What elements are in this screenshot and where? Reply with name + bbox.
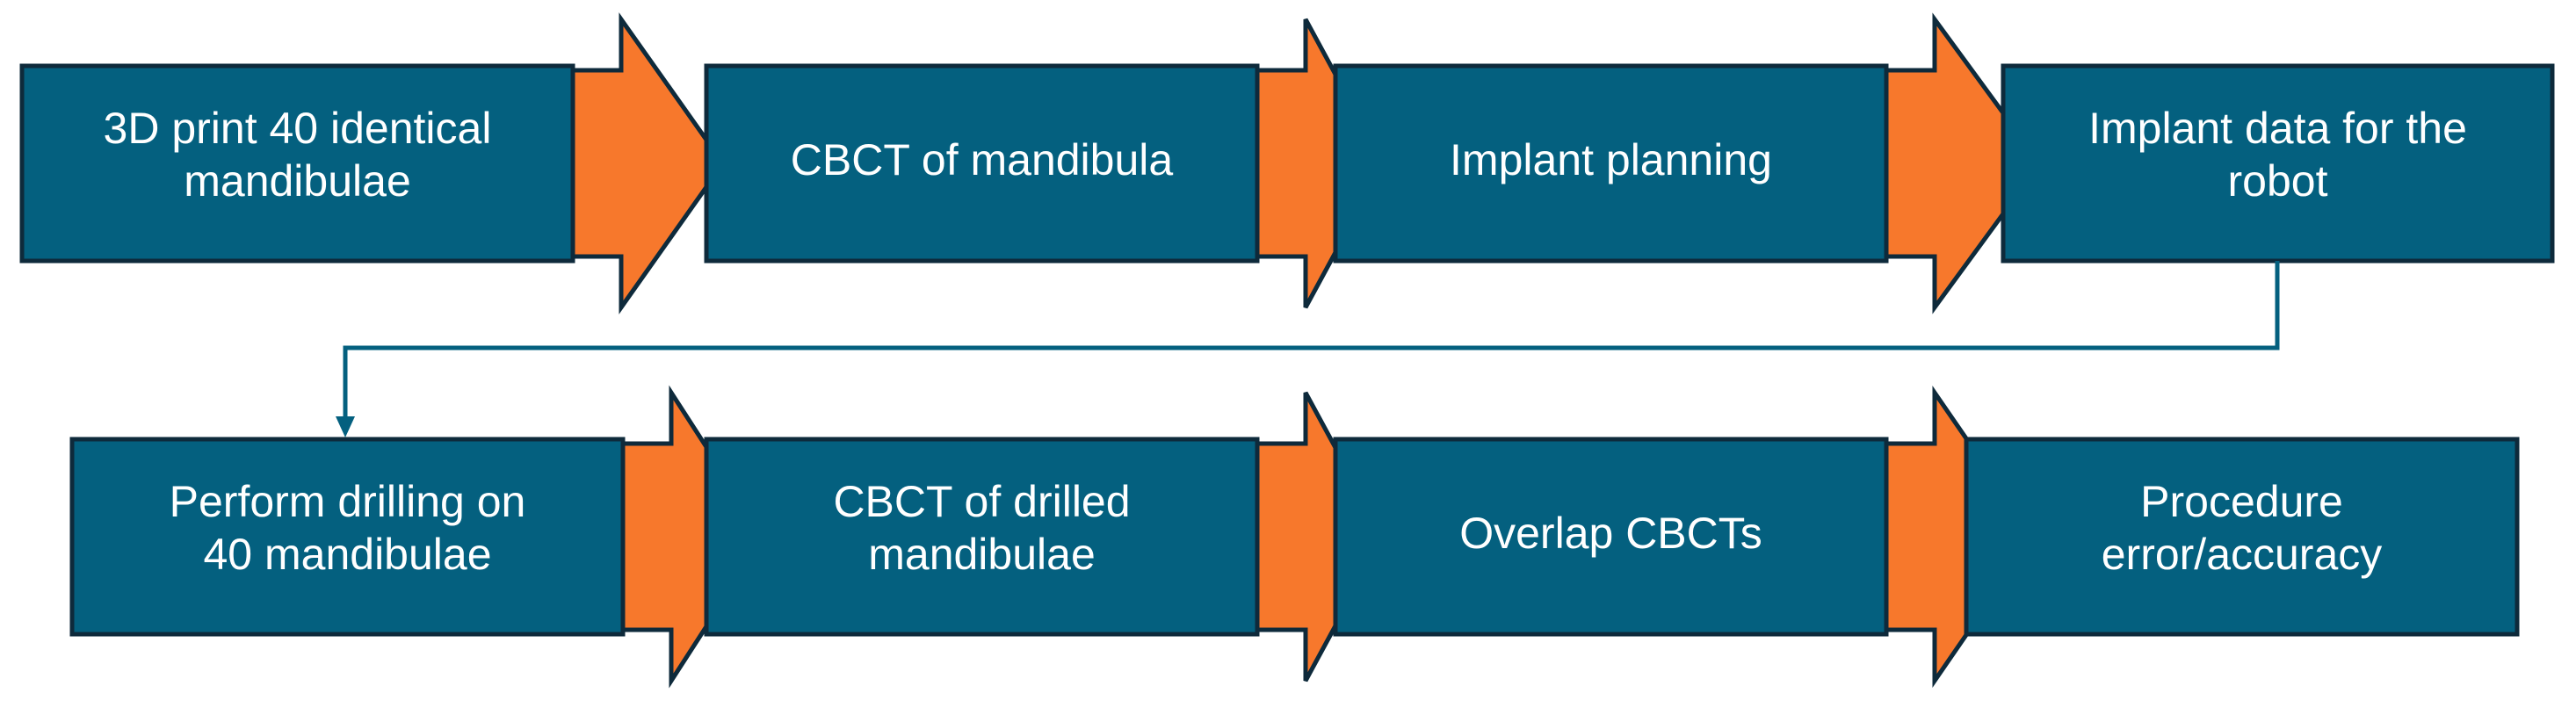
connector-arrowhead xyxy=(336,416,355,437)
row-connector xyxy=(336,261,2280,437)
step-label-line-print-1: 3D print 40 identical xyxy=(104,104,492,153)
step-label-overlap: Overlap CBCTs xyxy=(1459,509,1762,558)
step-label-line-drilling-2: 40 mandibulae xyxy=(203,530,491,579)
connector-line xyxy=(343,261,2280,420)
step-box-overlap: Overlap CBCTs xyxy=(1333,437,1889,637)
step-label-line-overlap-1: Overlap CBCTs xyxy=(1459,509,1762,558)
step-box-cbct-mandibula: CBCT of mandibula xyxy=(704,63,1260,264)
step-label-line-cbct-mandibula-1: CBCT of mandibula xyxy=(791,135,1174,184)
step-label-line-procedure-error-1: Procedure xyxy=(2140,477,2343,526)
flow-arrow-row1-1 xyxy=(570,12,727,314)
step-label-cbct-mandibula: CBCT of mandibula xyxy=(791,135,1174,184)
step-label-line-cbct-drilled-1: CBCT of drilled xyxy=(833,477,1130,526)
step-label-line-drilling-1: Perform drilling on xyxy=(170,477,526,526)
step-box-implant-planning: Implant planning xyxy=(1333,63,1889,264)
step-label-implant-planning: Implant planning xyxy=(1450,135,1772,184)
step-label-line-implant-planning-1: Implant planning xyxy=(1450,135,1772,184)
step-label-line-print-2: mandibulae xyxy=(184,156,411,206)
arrows-layer xyxy=(570,12,2044,689)
flow-arrow-row1-3 xyxy=(1884,12,2044,314)
step-label-line-implant-data-1: Implant data for the xyxy=(2088,104,2467,153)
step-label-line-implant-data-2: robot xyxy=(2228,156,2328,206)
step-label-line-cbct-drilled-2: mandibulae xyxy=(868,530,1096,579)
step-label-line-procedure-error-2: error/accuracy xyxy=(2102,530,2383,579)
